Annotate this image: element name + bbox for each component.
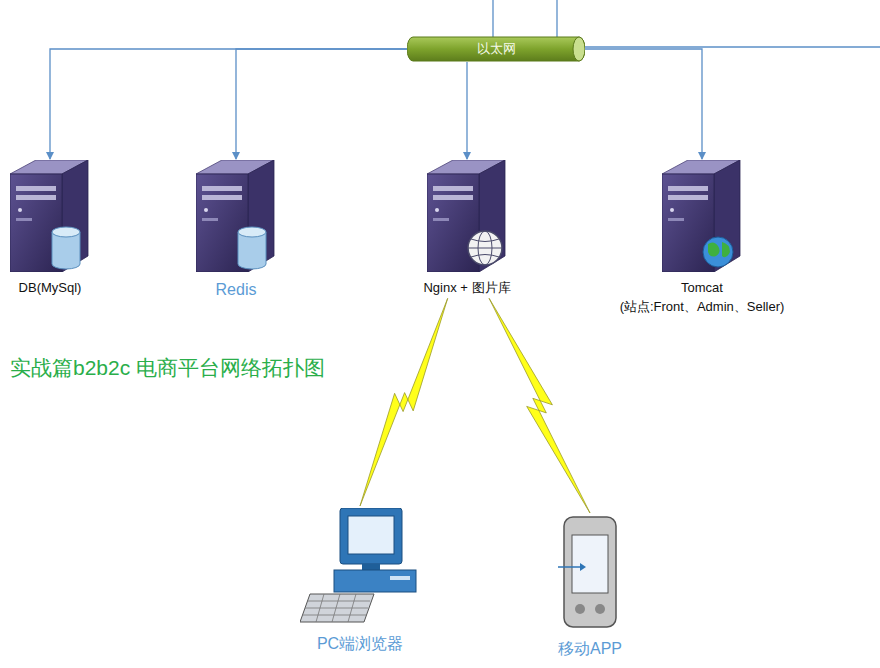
- server-node: DB(MySql): [2, 160, 98, 296]
- db-cylinder-top: [52, 227, 80, 237]
- db-cylinder: [52, 232, 80, 269]
- node-label: 移动APP: [558, 639, 622, 659]
- network-link: [236, 49, 407, 159]
- server-slot: [433, 218, 449, 221]
- mobile-node: 移动APP: [540, 515, 640, 659]
- lightning-link: [489, 298, 590, 513]
- phone-button: [575, 604, 585, 614]
- drive: [390, 576, 410, 580]
- drive-bay: [433, 195, 473, 200]
- node-label: Tomcat: [681, 280, 723, 296]
- server-led: [435, 208, 439, 212]
- mobile-icon: [558, 515, 622, 631]
- network-link: [50, 49, 407, 159]
- drive-bay: [433, 186, 473, 191]
- globe-land: [708, 242, 730, 257]
- globe-line: [468, 248, 502, 249]
- server-node: Nginx + 图片库: [407, 160, 527, 296]
- globe: [703, 237, 733, 267]
- phone-body: [564, 517, 616, 627]
- network-link: [585, 49, 702, 159]
- uplink-wire: [556, 0, 557, 37]
- server-icon: [10, 160, 90, 272]
- server-icon: [427, 160, 507, 272]
- monitor: [340, 508, 402, 564]
- drive-bay: [16, 195, 56, 200]
- server-led: [204, 208, 208, 212]
- server-slot: [16, 218, 32, 221]
- ethernet-bus: 以太网: [407, 36, 585, 62]
- edge-group: [50, 49, 702, 513]
- server-led: [18, 208, 22, 212]
- db-cylinder-top: [238, 227, 266, 237]
- globe-line: [471, 239, 499, 257]
- keyboard: [300, 594, 374, 622]
- node-label: Nginx + 图片库: [423, 280, 510, 296]
- globe: [468, 231, 502, 265]
- node-label: PC端浏览器: [317, 634, 403, 654]
- cylinder-body: [407, 37, 585, 61]
- phone-screen: [572, 535, 608, 593]
- drive-bay: [668, 186, 708, 191]
- lightning-link: [360, 298, 448, 506]
- diagram-title: 实战篇b2b2c 电商平台网络拓扑图: [10, 354, 325, 382]
- phone-arrow: [558, 566, 580, 568]
- pc-icon: [300, 508, 420, 626]
- node-label: (站点:Front、Admin、Seller): [620, 299, 785, 315]
- db-cylinder: [238, 232, 266, 269]
- drive-bay: [16, 186, 56, 191]
- drive-bay: [202, 195, 242, 200]
- phone-button: [595, 604, 605, 614]
- server-icon: [662, 160, 742, 272]
- network-link: [466, 62, 467, 159]
- pc-case: [334, 570, 416, 592]
- server-slot: [668, 218, 684, 221]
- keyboard-keys: [303, 594, 370, 622]
- node-label: DB(MySql): [19, 280, 82, 296]
- server-node: Redis: [188, 160, 284, 300]
- cylinder-end: [573, 37, 585, 61]
- server-node: Tomcat (站点:Front、Admin、Seller): [587, 160, 817, 316]
- server-slot: [202, 218, 218, 221]
- uplink-wire: [492, 0, 493, 37]
- node-label: Redis: [216, 280, 257, 300]
- monitor-stand: [362, 564, 380, 570]
- screen: [348, 516, 394, 554]
- cylinder-label-wrap: 以太网: [407, 36, 585, 62]
- server-led: [670, 208, 674, 212]
- bus-wire: [585, 46, 880, 47]
- drive-bay: [202, 186, 242, 191]
- server-icon: [196, 160, 276, 272]
- drive-bay: [668, 195, 708, 200]
- phone-arrow: [580, 563, 586, 571]
- pc-node: PC端浏览器: [290, 508, 430, 654]
- bus-label: 以太网: [477, 41, 516, 57]
